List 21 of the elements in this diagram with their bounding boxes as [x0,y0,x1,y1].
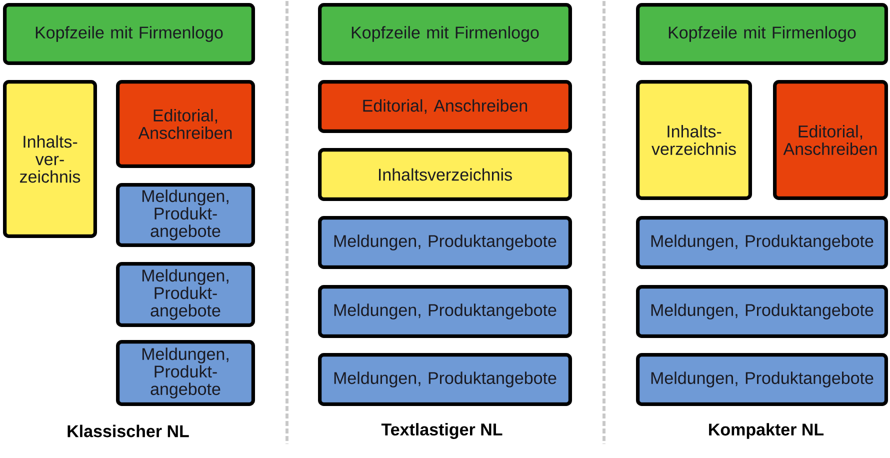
editorial-box: Editorial, Anschreiben [318,80,572,133]
news-box: Meldungen, Produktangebote [318,216,572,269]
news-box: Meldungen, Produkt- angebote [116,340,255,406]
news-box: Meldungen, Produkt- angebote [116,183,255,247]
editorial-box: Editorial, Anschreiben [773,80,888,200]
contents-box: Inhaltsverzeichnis [318,148,572,201]
news-box: Meldungen, Produktangebote [636,216,888,269]
header-box: Kopfzeile mit Firmenlogo [636,3,888,65]
contents-box: Inhalts- ver- zeichnis [3,80,97,238]
news-box: Meldungen, Produktangebote [636,353,888,406]
column-title: Klassischer NL [68,424,189,438]
news-box: Meldungen, Produktangebote [318,285,572,338]
column-title: Kompakter NL [709,423,824,439]
column-title: Textlastiger NL [381,423,502,439]
header-box: Kopfzeile mit Firmenlogo [318,3,572,65]
news-box: Meldungen, Produktangebote [318,353,572,406]
header-box: Kopfzeile mit Firmenlogo [3,3,255,65]
contents-box: Inhalts- verzeichnis [636,80,752,200]
editorial-box: Editorial, Anschreiben [116,80,255,168]
news-box: Meldungen, Produkt- angebote [116,262,255,327]
news-box: Meldungen, Produktangebote [636,285,888,338]
